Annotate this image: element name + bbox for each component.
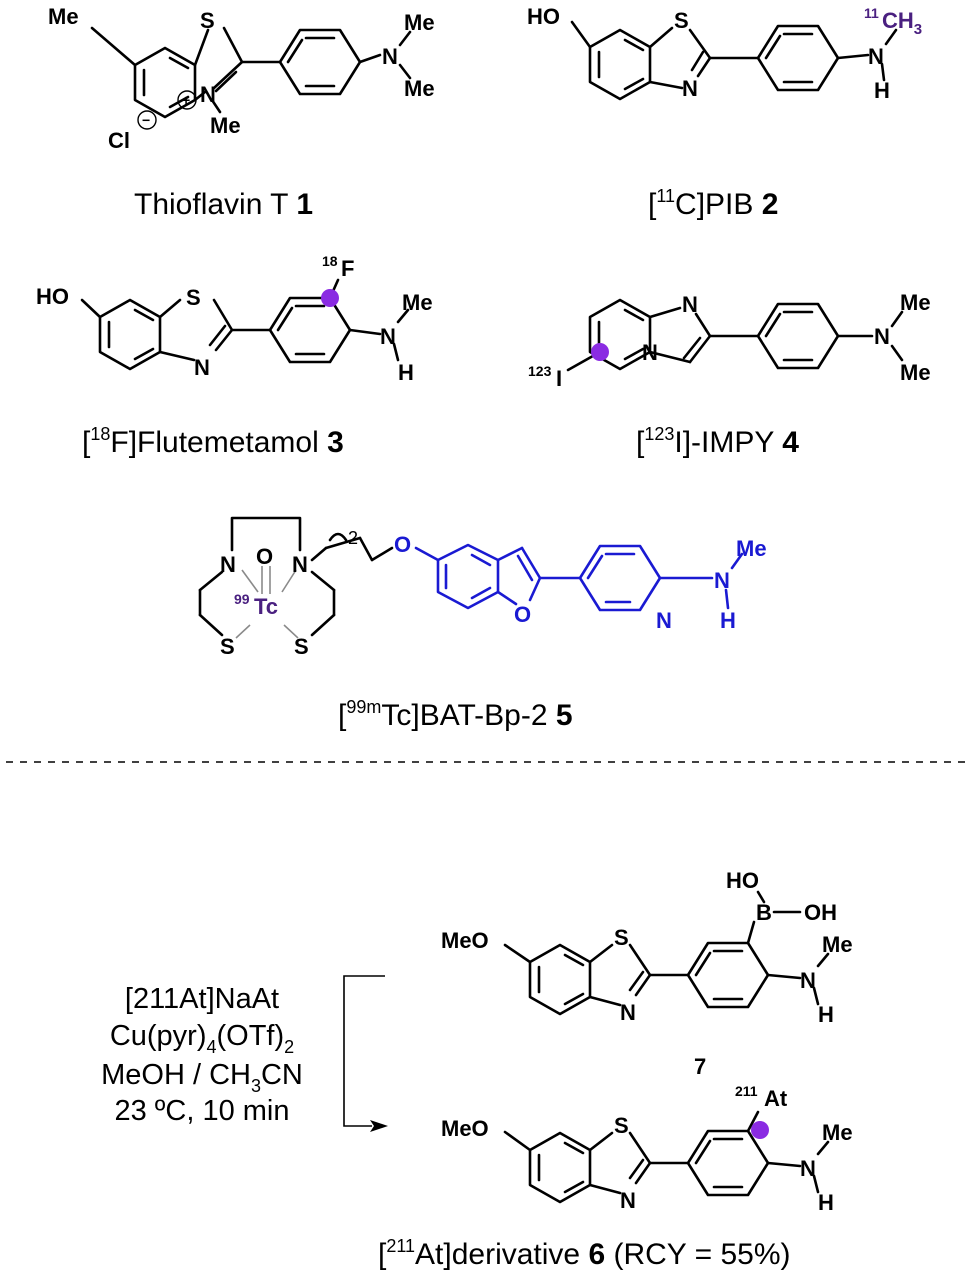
amine-nitrogen-left-label: N bbox=[220, 552, 236, 577]
caption-astatine-derivative: [211At]derivative 6 (RCY = 55%) bbox=[378, 1236, 791, 1271]
ether-oxygen-label: O bbox=[394, 532, 411, 557]
sulfur-label: S bbox=[674, 8, 689, 33]
radiolabel-position-marker bbox=[751, 1121, 769, 1139]
pyridine-nitrogen-label: N bbox=[656, 608, 672, 633]
iodine-123-isotope-label: 123 bbox=[528, 363, 552, 379]
nitrogen-label: N bbox=[194, 355, 210, 380]
radiolabel-position-marker bbox=[321, 289, 339, 307]
n-methyl-label: Me bbox=[210, 113, 241, 138]
iodine-label: I bbox=[556, 366, 562, 391]
nitrogen-label: N bbox=[200, 82, 216, 107]
amine-nitrogen-label: N bbox=[874, 324, 890, 349]
amine-methyl-label: Me bbox=[402, 290, 433, 315]
sulfur-label: S bbox=[614, 925, 629, 950]
solvent-line: MeOH / CH3CN bbox=[101, 1059, 303, 1096]
nitrogen-label: N bbox=[682, 76, 698, 101]
caption-flutemetamol: [18F]Flutemetamol 3 bbox=[82, 424, 344, 459]
compound-flutemetamol: HO S N 18 F N Me H [18F]Flutemetamol 3 bbox=[36, 253, 433, 459]
amine-methyl-b-label: Me bbox=[900, 360, 931, 385]
bracket-left bbox=[328, 532, 348, 542]
carbon-11-isotope-label: 11 bbox=[864, 5, 879, 21]
sulfur-label: S bbox=[614, 1113, 629, 1138]
compound-impy: N N 123 I N Me Me [123I]-IMPY 4 bbox=[528, 290, 931, 459]
bridgehead-nitrogen-label: N bbox=[642, 340, 658, 365]
sulfur-label: S bbox=[186, 285, 201, 310]
reaction-conditions: [211At]NaAt Cu(pyr)4(OTf)2 MeOH / CH3CN … bbox=[101, 983, 303, 1127]
compound-boronic-acid: MeO S N HO B OH N Me H 7 bbox=[441, 868, 853, 1079]
sulfur-label: S bbox=[200, 8, 215, 33]
caption-pib: [11C]PIB 2 bbox=[648, 186, 778, 221]
nitrogen-label: N bbox=[620, 1188, 636, 1213]
amine-nitrogen-label: N bbox=[380, 324, 396, 349]
astatine-211-isotope-label: 211 bbox=[735, 1083, 758, 1099]
anion-charge-label: − bbox=[142, 112, 150, 128]
reaction-arrow bbox=[343, 975, 388, 1132]
amine-nitrogen-right-label: N bbox=[292, 552, 308, 577]
amine-hydrogen-label: H bbox=[818, 1190, 834, 1215]
compound-number-label: 7 bbox=[694, 1054, 706, 1079]
amine-methyl-label: Me bbox=[736, 536, 767, 561]
nitrogen-label: N bbox=[620, 1000, 636, 1025]
amine-hydrogen-label: H bbox=[874, 78, 890, 103]
catalyst-line: Cu(pyr)4(OTf)2 bbox=[110, 1020, 294, 1057]
amine-nitrogen-label: N bbox=[382, 44, 398, 69]
compound-thioflavin-t: Me S N Me N Me Me Cl − + Thioflavin T 1 bbox=[48, 4, 435, 221]
amine-nitrogen-label: N bbox=[800, 1156, 816, 1181]
caption-bat-bp-2: [99mTc]BAT-Bp-2 5 bbox=[338, 697, 573, 732]
cation-charge-label: + bbox=[182, 92, 190, 108]
astatine-label: At bbox=[764, 1086, 788, 1111]
tc-99-isotope-label: 99 bbox=[234, 591, 250, 607]
boronic-hydroxyl-a-label: HO bbox=[726, 868, 759, 893]
methoxy-label: MeO bbox=[441, 928, 489, 953]
compound-astatine-derivative: MeO S N 211 At N Me H [211At]derivative … bbox=[378, 1083, 853, 1271]
amine-nitrogen-label: N bbox=[868, 44, 884, 69]
amine-methyl-b-label: Me bbox=[404, 76, 435, 101]
amine-hydrogen-label: H bbox=[720, 608, 736, 633]
fluorine-18-isotope-label: 18 bbox=[322, 253, 338, 269]
anion-charge-circle bbox=[137, 110, 157, 130]
fluorine-label: F bbox=[341, 256, 354, 281]
amine-nitrogen-label: N bbox=[714, 568, 730, 593]
boron-label: B bbox=[756, 900, 772, 925]
chloride-label: Cl bbox=[108, 128, 130, 153]
carbon-11-methyl-label: CH3 bbox=[882, 8, 922, 38]
boronic-hydroxyl-b-label: OH bbox=[804, 900, 837, 925]
hydroxyl-label: HO bbox=[527, 4, 560, 29]
radiolabel-position-marker bbox=[591, 343, 609, 361]
methyl-label: Me bbox=[48, 4, 79, 29]
cation-charge-circle bbox=[177, 90, 197, 110]
hydroxyl-label: HO bbox=[36, 284, 69, 309]
reagent-line: [211At]NaAt bbox=[125, 983, 279, 1015]
thiol-sulfur-left-label: S bbox=[220, 634, 235, 659]
furan-oxygen-label: O bbox=[514, 602, 531, 627]
temperature-time-line: 23 ºC, 10 min bbox=[114, 1095, 289, 1127]
caption-impy: [123I]-IMPY 4 bbox=[636, 424, 799, 459]
amine-hydrogen-label: H bbox=[398, 360, 414, 385]
methoxy-label: MeO bbox=[441, 1116, 489, 1141]
amine-methyl-a-label: Me bbox=[404, 10, 435, 35]
amine-methyl-a-label: Me bbox=[900, 290, 931, 315]
thiol-sulfur-right-label: S bbox=[294, 634, 309, 659]
caption-thioflavin: Thioflavin T 1 bbox=[134, 188, 313, 221]
amine-nitrogen-label: N bbox=[800, 968, 816, 993]
compound-pib: HO S N N H 11 CH3 [11C]PIB 2 bbox=[527, 4, 922, 221]
oxo-label: O bbox=[256, 544, 273, 569]
amine-methyl-label: Me bbox=[822, 1120, 853, 1145]
compound-bat-bp-2: 2 N N O 99 Tc S S O O N N Me H [99mTc]BA… bbox=[198, 516, 767, 732]
technetium-label: Tc bbox=[254, 594, 278, 619]
amine-methyl-label: Me bbox=[822, 932, 853, 957]
chain-length-label: 2 bbox=[348, 528, 358, 548]
amine-hydrogen-label: H bbox=[818, 1002, 834, 1027]
nitrogen-label: N bbox=[682, 292, 698, 317]
